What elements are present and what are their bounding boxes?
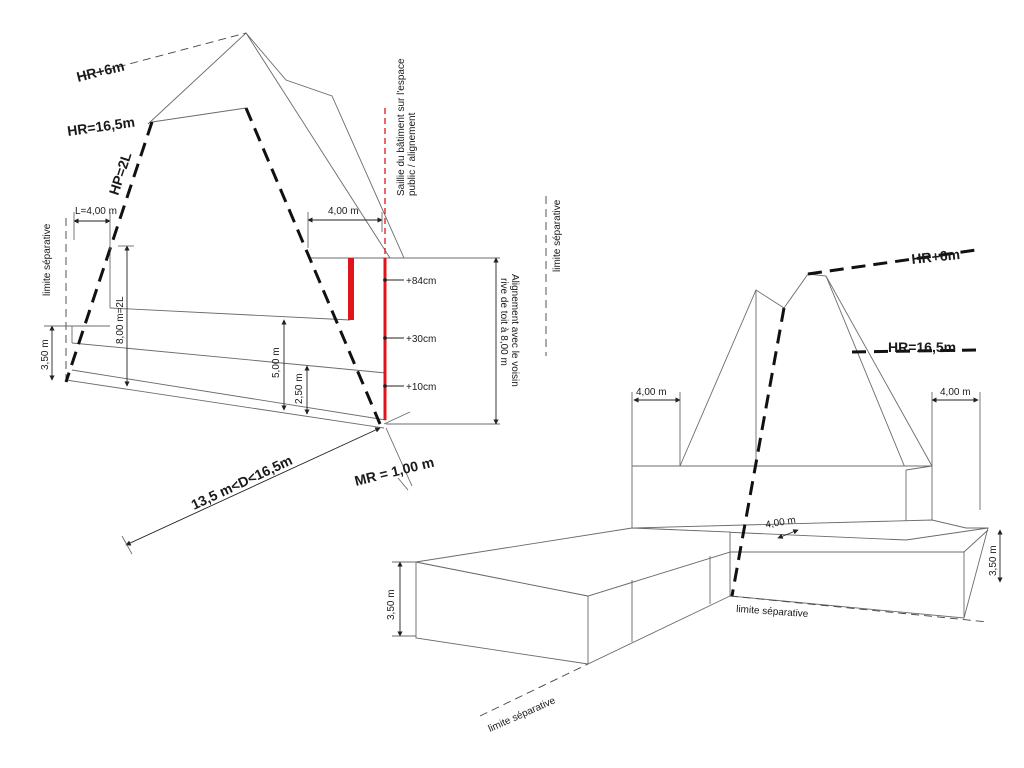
- left-red-markings: [348, 108, 387, 420]
- left-hr165-label: HR=16,5m: [66, 114, 136, 139]
- right-w4-left-label: 4,00 m: [636, 387, 667, 398]
- left-p10-label: +10cm: [406, 382, 436, 393]
- left-section: HR+6m HR=16,5m HP=2L L=4,00 m limite sép…: [40, 32, 563, 555]
- right-w4-mid-label: 4,00 m: [765, 515, 797, 531]
- left-mr-label: MR = 1,00 m: [353, 454, 436, 489]
- left-distance-label: 13,5 m<D<16,5m: [189, 452, 295, 513]
- left-roof-outline: [147, 32, 405, 259]
- right-boundary-lines: [479, 595, 989, 717]
- right-w4-right-label: 4,00 m: [940, 387, 971, 398]
- left-setback-label: 4,00 m: [328, 206, 359, 217]
- left-l4-label: L=4,00 m: [75, 206, 117, 217]
- right-h350-left-label: 3,50 m: [386, 589, 397, 620]
- right-limite-sep-label-2: limite séparative: [487, 695, 558, 735]
- left-p84-label: +84cm: [406, 276, 436, 287]
- left-p30-label: +30cm: [406, 334, 436, 345]
- left-hr6-label: HR+6m: [75, 58, 126, 85]
- left-h250-label: 2,50 m: [294, 373, 305, 404]
- left-align-label-1: Alignement avec le voisin: [509, 274, 520, 387]
- left-h500-label: 5,00 m: [271, 347, 282, 378]
- left-align-label-2: rive de toit à 8,00 m: [498, 278, 509, 366]
- left-dimensions: [44, 212, 499, 555]
- left-saillie-label-2: public / alignement: [407, 112, 418, 196]
- center-limite-sep-label: limite séparative: [552, 199, 563, 272]
- left-limite-sep-label: limite séparative: [42, 223, 53, 296]
- right-front-block: [415, 527, 731, 665]
- right-hr6-label: HR+6m: [911, 246, 961, 267]
- left-gabarit-lines: [64, 32, 382, 425]
- right-section: HR+6m HR=16,5m 4,00 m 4,00 m 4,00 m 3,50…: [386, 246, 1003, 735]
- right-roof-outline: [679, 273, 933, 471]
- left-h350-label: 3,50 m: [40, 339, 51, 370]
- right-gabarit-lines: [730, 248, 977, 597]
- left-saillie-label-1: Saillie du bâtiment sur l'espace: [396, 58, 407, 196]
- right-h350-right-label: 3,50 m: [988, 545, 999, 576]
- right-dimensions: [392, 392, 1003, 637]
- right-hr165-label: HR=16,5m: [888, 339, 956, 355]
- right-limite-sep-label-1: limite séparative: [736, 604, 809, 620]
- left-h800-label: 8,00 m=2L: [115, 296, 126, 344]
